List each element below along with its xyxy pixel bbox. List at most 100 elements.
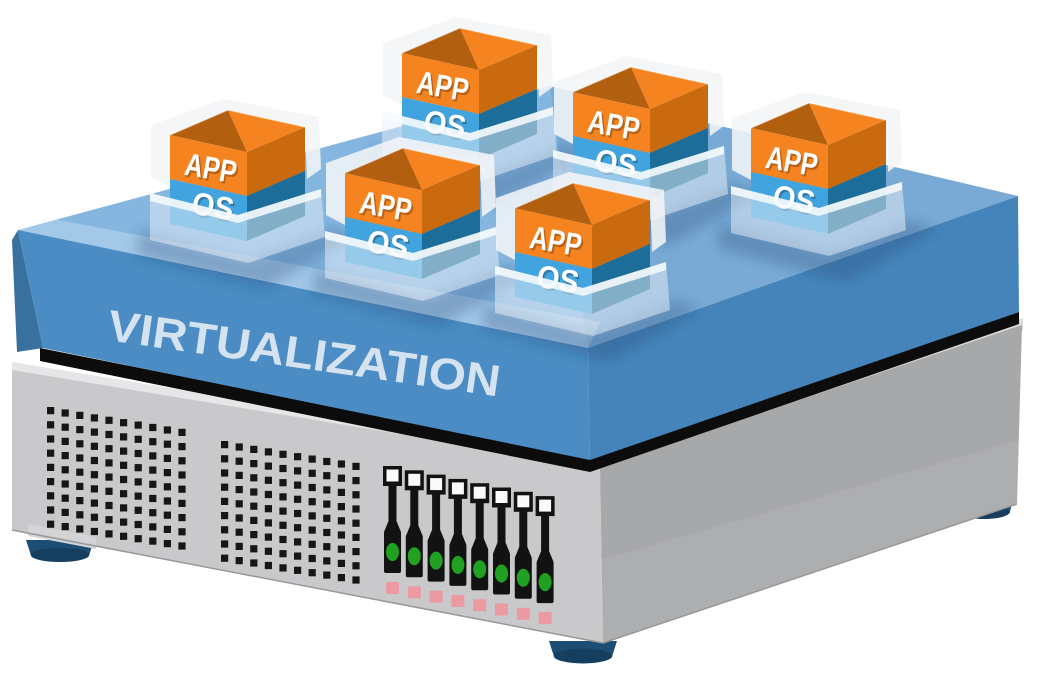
vent-hole [90, 513, 98, 521]
vent-hole [323, 571, 331, 579]
tray-front-right-rim [641, 146, 724, 180]
vent-hole [235, 457, 243, 465]
vm-cube-rim-highlight [572, 66, 709, 93]
drive-bay [513, 491, 533, 620]
vent-hole [61, 523, 69, 531]
chassis-bottom-outline [11, 503, 1018, 644]
vent-hole [163, 469, 171, 477]
vm-cube-rim-highlight [344, 147, 481, 174]
vent-hole [149, 466, 157, 474]
vent-hole [264, 519, 272, 527]
vm-cube-app-side [422, 165, 480, 234]
drive-handle-flare [493, 542, 510, 554]
vm-cube-top-inner-left [402, 28, 479, 70]
vent-hole [163, 511, 171, 519]
vm-cube-top-inner-right [460, 28, 537, 70]
drive-bay [492, 487, 511, 616]
drive-bay [470, 483, 490, 612]
vent-hole [90, 414, 98, 422]
vent-hole [337, 460, 345, 468]
tray-front-left-rim [150, 193, 238, 223]
vent-hole [294, 552, 302, 560]
vent-hole [250, 445, 258, 453]
vent-hole [76, 511, 84, 519]
vent-hole [47, 478, 55, 486]
vent-hole [178, 471, 186, 479]
vent-hole [105, 473, 113, 481]
tray-front-right-rim [238, 189, 321, 223]
tray-right-corner [708, 74, 724, 136]
vent-hole [134, 449, 142, 458]
tray-front-left-rim [553, 150, 641, 180]
vent-hole [120, 475, 128, 484]
vent-hole [105, 501, 113, 510]
vent-hole [352, 576, 360, 584]
vent-hole [149, 452, 157, 460]
vm-cube-top-inner-left [573, 67, 650, 109]
vent-hole [178, 514, 186, 522]
drive-handle-flare [449, 533, 467, 545]
vent-hole [134, 535, 142, 543]
vm-cube-app-side [592, 200, 650, 269]
vent-hole [149, 423, 157, 432]
vent-hole [279, 535, 287, 544]
vent-grid-left [47, 407, 186, 550]
vent-hole [47, 463, 55, 471]
tray-back-left-wall [732, 92, 809, 128]
vent-hole [149, 480, 157, 488]
vent-hole [294, 495, 302, 503]
tray-right-corner [537, 35, 553, 97]
vm-label-shadow: APP [765, 141, 822, 185]
vent-hole [235, 443, 243, 451]
drive-handle-stem [453, 497, 462, 536]
vent-hole [120, 447, 128, 455]
vent-hole [76, 454, 84, 462]
drive-bays [383, 466, 555, 625]
drive-slot-indicator [538, 612, 552, 625]
vm-cube-top-inner-left [515, 183, 592, 225]
vent-hole [105, 445, 113, 453]
vm-label: APP [585, 103, 642, 147]
vent-hole [120, 504, 128, 512]
vm-cube-app-side [247, 127, 305, 196]
vent-hole [221, 540, 229, 548]
vent-hole [250, 474, 258, 482]
tray-back-left-wall [496, 172, 573, 208]
vent-hole [337, 517, 345, 525]
tray-front-right-wall [819, 182, 906, 256]
vm-label: APP [357, 184, 414, 228]
vent-hole [90, 456, 98, 465]
vent-hole [308, 455, 316, 463]
vent-hole [120, 461, 128, 469]
tray-back-right-wall [456, 17, 551, 45]
vm-label-shadow: APP [529, 221, 586, 265]
vm-cube-app-face [515, 208, 592, 269]
vent-hole [250, 488, 258, 496]
vent-hole [294, 509, 302, 518]
vent-hole [149, 509, 157, 517]
drive-bay [448, 478, 468, 607]
vent-hole [134, 421, 142, 429]
slab-front-face [18, 230, 590, 460]
vent-hole [47, 492, 55, 500]
vent-hole [308, 526, 316, 534]
vent-hole [120, 518, 128, 526]
vm-label-shadow: APP [587, 105, 644, 149]
tray-right-corner [886, 110, 902, 172]
vent-hole [279, 464, 287, 473]
vent-hole [134, 478, 142, 486]
drive-handle-stem [541, 515, 550, 554]
vent-hole [61, 423, 69, 431]
tray-front-left-wall [325, 231, 423, 301]
drive-led [495, 564, 508, 583]
vent-hole [163, 440, 171, 448]
slab-right-face [588, 196, 1019, 460]
vent-hole [250, 545, 258, 553]
drive-led [451, 555, 465, 574]
vm-label-shadow: APP [416, 66, 473, 110]
vent-hole [90, 527, 98, 536]
